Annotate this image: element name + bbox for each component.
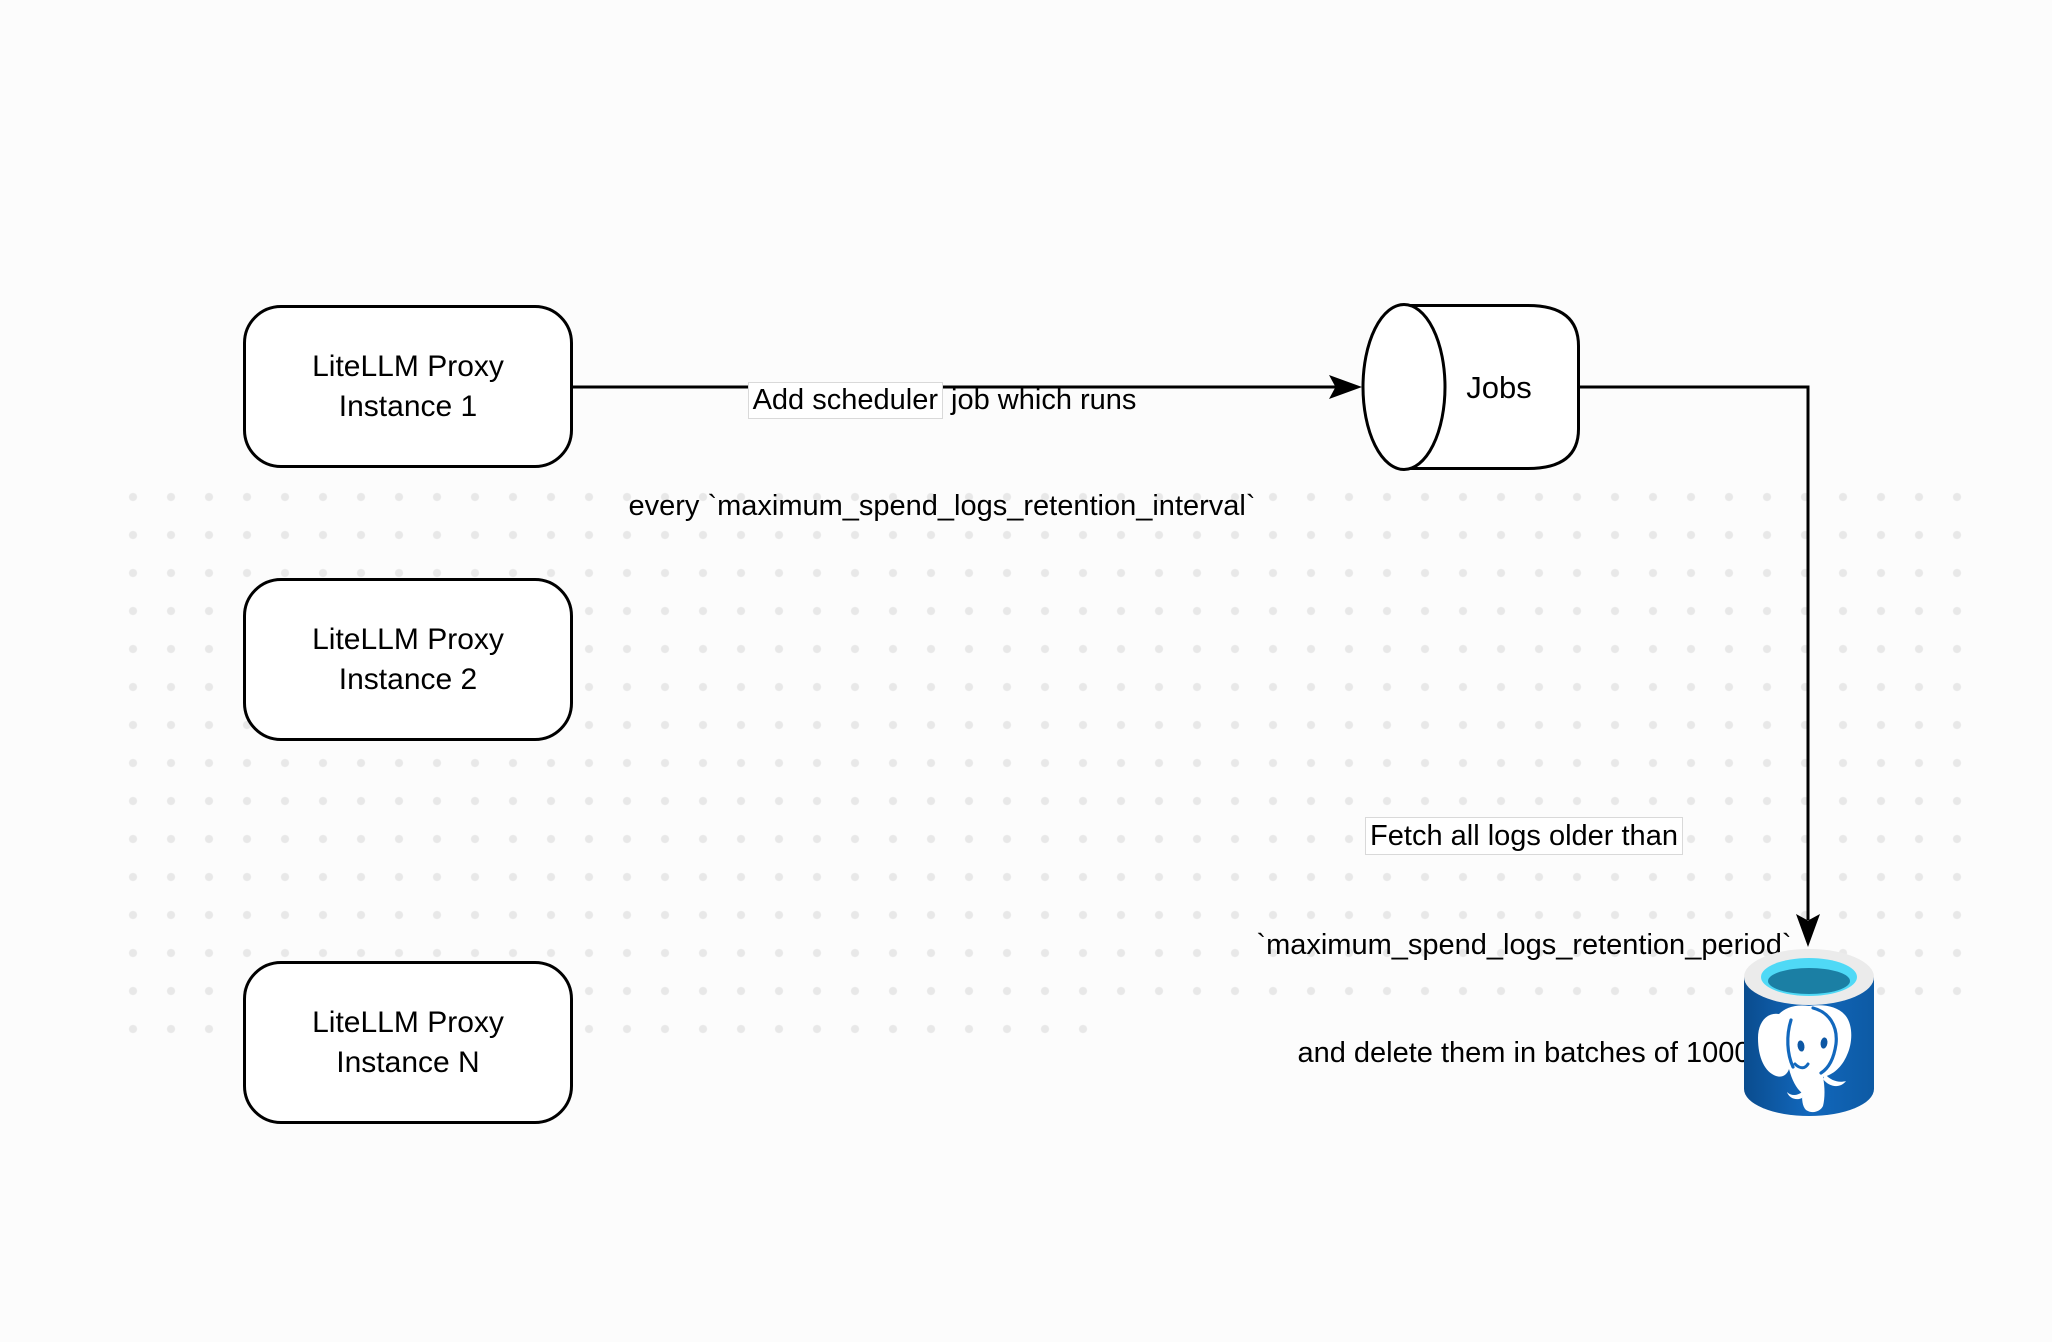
fetch-edge-label-line1: Fetch all logs older than xyxy=(1204,817,1844,855)
node-litellm-proxy-instance-2: LiteLLM Proxy Instance 2 xyxy=(243,578,573,741)
dot-grid xyxy=(114,478,1976,1010)
scheduler-edge-label-line1-rest: job which runs xyxy=(942,384,1137,416)
postgres-elephant xyxy=(1758,1005,1852,1113)
node-label-line: Instance 2 xyxy=(338,662,478,696)
jobs-cylinder-face xyxy=(1361,303,1447,471)
node-label-line: LiteLLM Proxy xyxy=(312,622,504,656)
postgresql-icon xyxy=(1744,949,1874,1116)
node-label-line: Instance 1 xyxy=(338,389,478,423)
arrow-right-icon xyxy=(1329,375,1362,399)
node-label-line: Instance N xyxy=(336,1045,480,1079)
jobs-cylinder-body xyxy=(1402,304,1580,470)
node-litellm-proxy-instance-n: LiteLLM Proxy Instance N xyxy=(243,961,573,1124)
node-label-line: LiteLLM Proxy xyxy=(312,1005,504,1039)
arrow-down-icon xyxy=(1796,914,1820,947)
jobs-node-label: Jobs xyxy=(1466,370,1532,405)
scheduler-edge-label-line2: every `maximum_spend_logs_retention_inte… xyxy=(628,490,1256,522)
fetch-edge-label-line3: and delete them in batches of 1000 xyxy=(1297,1037,1751,1069)
node-litellm-proxy-instance-1: LiteLLM Proxy Instance 1 xyxy=(243,305,573,468)
scheduler-edge-label-highlight: Add scheduler xyxy=(747,382,943,419)
fetch-edge-line xyxy=(1578,385,1810,920)
postgres-opening-liquid xyxy=(1768,968,1850,994)
node-label-line: LiteLLM Proxy xyxy=(312,349,504,383)
fetch-edge-label-line2: `maximum_spend_logs_retention_period` xyxy=(1256,929,1792,961)
fetch-edge-label: Fetch all logs older than `maximum_spend… xyxy=(1204,745,1844,1143)
scheduler-edge-label-line1: Add scheduler job which runs xyxy=(592,382,1292,419)
fetch-edge-label-highlight: Fetch all logs older than xyxy=(1365,817,1683,855)
scheduler-edge-label: Add scheduler job which runs every `maxi… xyxy=(592,312,1292,594)
